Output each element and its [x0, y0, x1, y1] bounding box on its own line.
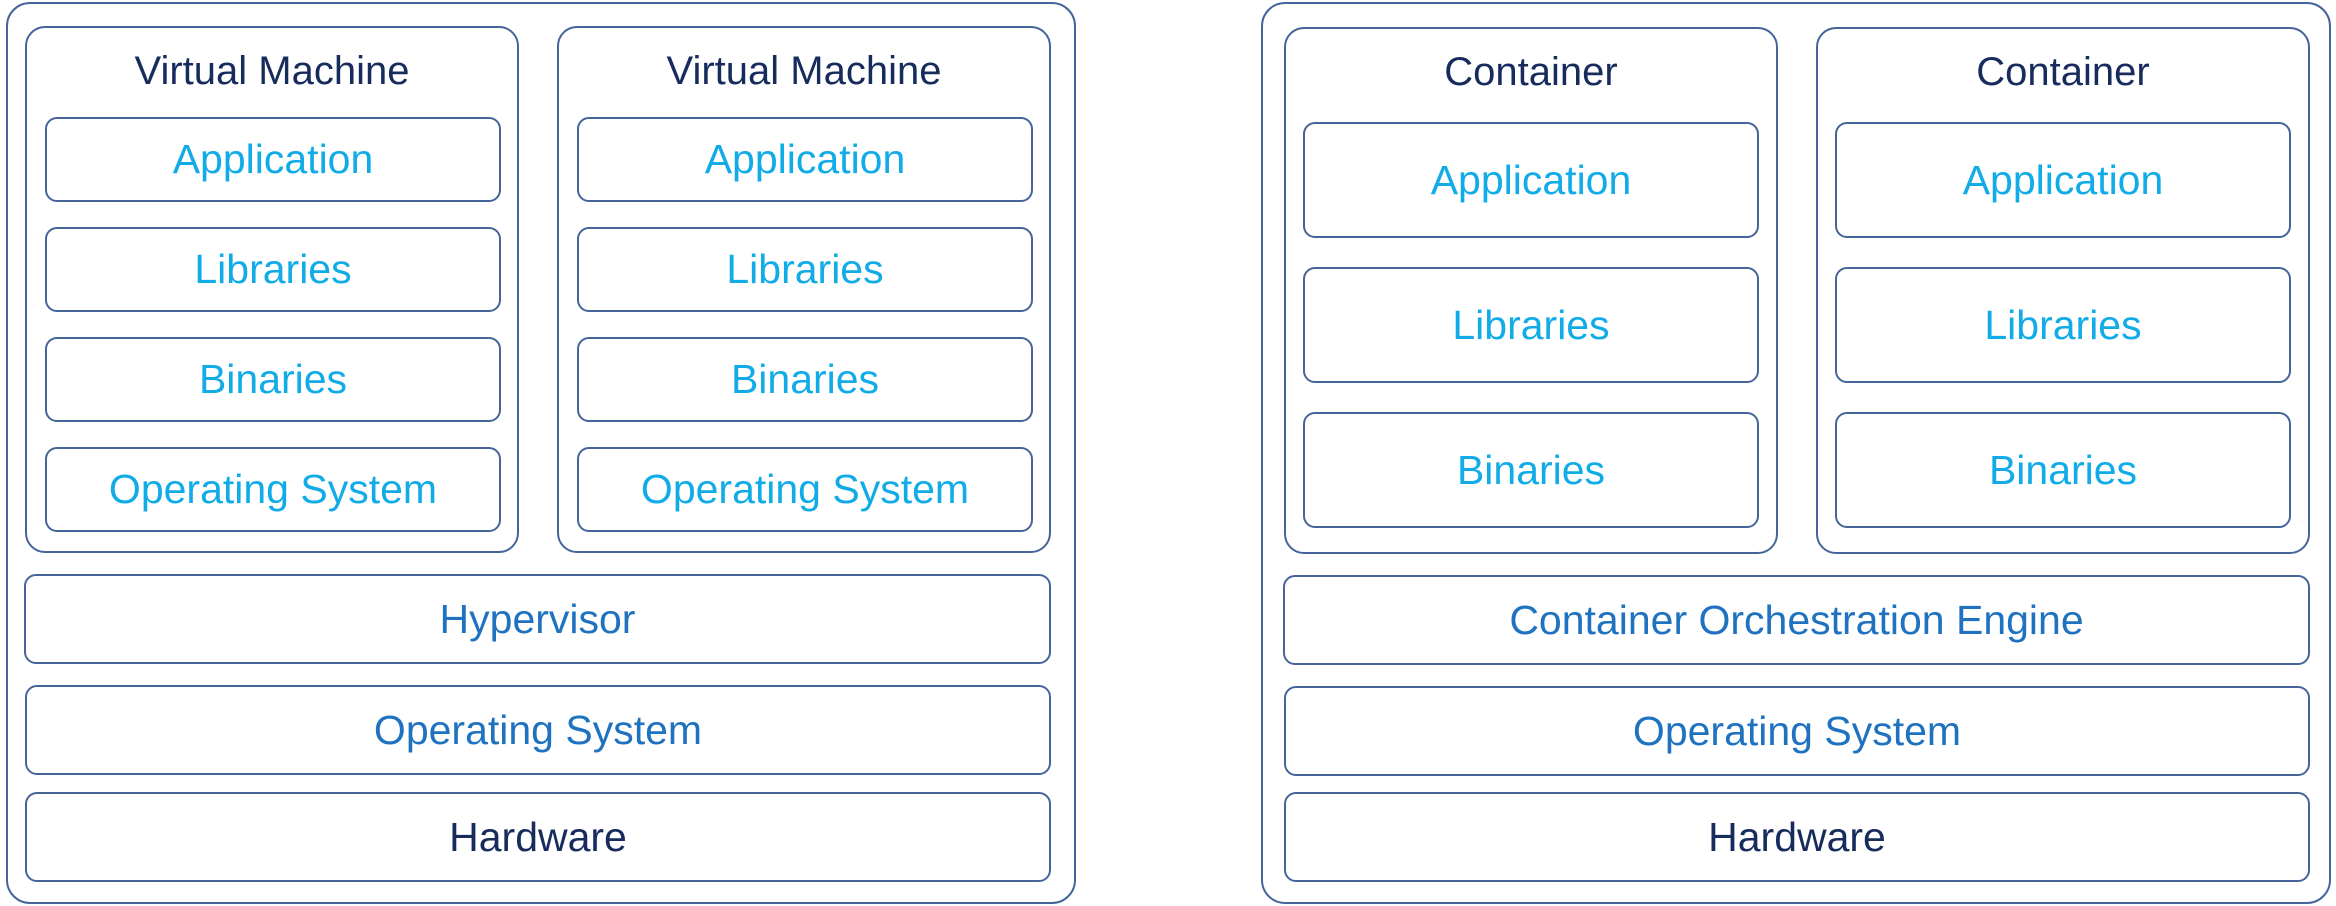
virtual-machine-1-title: Virtual Machine — [134, 49, 410, 93]
container1-binaries-layer: Binaries — [1303, 412, 1759, 528]
vm1-libraries-layer: Libraries — [45, 227, 501, 312]
vm2-binaries-layer: Binaries — [577, 337, 1033, 422]
container2-application-layer: Application — [1835, 122, 2291, 238]
container-orchestration-engine-layer: Container Orchestration Engine — [1283, 575, 2310, 665]
container2-binaries-layer: Binaries — [1835, 412, 2291, 528]
hypervisor-layer: Hypervisor — [24, 574, 1051, 664]
vm-host-operating-system-layer: Operating System — [25, 685, 1051, 775]
vm1-operating-system-layer: Operating System — [45, 447, 501, 532]
container1-libraries-layer: Libraries — [1303, 267, 1759, 383]
virtual-machine-2-title: Virtual Machine — [666, 49, 942, 93]
container-1-title: Container — [1444, 50, 1618, 94]
vm2-operating-system-layer: Operating System — [577, 447, 1033, 532]
container-hardware-layer: Hardware — [1284, 792, 2310, 882]
container1-application-layer: Application — [1303, 122, 1759, 238]
vm2-libraries-layer: Libraries — [577, 227, 1033, 312]
vm-hardware-layer: Hardware — [25, 792, 1051, 882]
vm1-application-layer: Application — [45, 117, 501, 202]
container-host-operating-system-layer: Operating System — [1284, 686, 2310, 776]
vm1-binaries-layer: Binaries — [45, 337, 501, 422]
container-2-title: Container — [1976, 50, 2150, 94]
vm2-application-layer: Application — [577, 117, 1033, 202]
container2-libraries-layer: Libraries — [1835, 267, 2291, 383]
